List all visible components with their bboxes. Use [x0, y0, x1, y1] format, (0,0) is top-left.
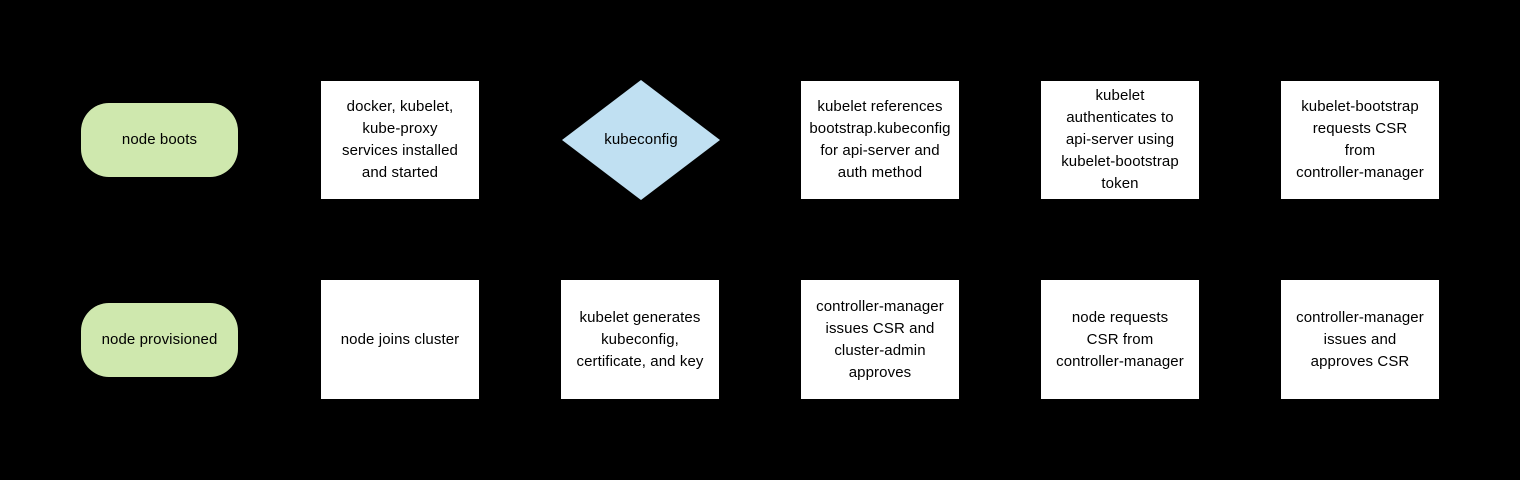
flow-node-kubeconfig-decision[interactable]: kubeconfig	[562, 80, 720, 200]
flow-node-label-kubelet-generates-kubeconfig: kubelet generates kubeconfig, certificat…	[576, 308, 704, 370]
flow-node-label-node-requests-csr: node requests CSR from controller-manage…	[1056, 308, 1184, 370]
flow-node-kubelet-references-bootstrap[interactable]: kubelet references bootstrap.kubeconfig …	[801, 81, 959, 199]
flow-node-kubelet-generates-kubeconfig[interactable]: kubelet generates kubeconfig, certificat…	[561, 280, 719, 399]
flow-node-label-kubelet-references-bootstrap: kubelet references bootstrap.kubeconfig …	[809, 98, 951, 181]
flow-node-label-services-installed: docker, kubelet, kube-proxy services ins…	[341, 98, 458, 181]
flow-node-label-kubelet-bootstrap-requests-csr: kubelet-bootstrap requests CSR from cont…	[1296, 98, 1424, 181]
flow-node-node-requests-csr[interactable]: node requests CSR from controller-manage…	[1041, 280, 1199, 399]
flow-node-label-node-provisioned: node provisioned	[101, 331, 218, 348]
flow-node-node-provisioned[interactable]: node provisioned	[81, 303, 238, 377]
flow-node-kubelet-authenticates[interactable]: kubelet authenticates to api-server usin…	[1041, 81, 1199, 199]
flow-node-node-joins-cluster[interactable]: node joins cluster	[321, 280, 479, 399]
flow-node-label-node-boots: node boots	[121, 131, 198, 148]
flow-node-label-kubelet-authenticates: kubelet authenticates to api-server usin…	[1061, 87, 1179, 192]
flow-node-services-installed[interactable]: docker, kubelet, kube-proxy services ins…	[321, 81, 479, 199]
flow-node-controller-manager-issues-approves[interactable]: controller-manager issues and approves C…	[1281, 280, 1439, 399]
flow-node-node-boots[interactable]: node boots	[81, 103, 238, 177]
flow-node-label-node-joins-cluster: node joins cluster	[340, 330, 460, 348]
flow-node-label-controller-manager-issues-csr: controller-manager issues CSR and cluste…	[816, 297, 944, 381]
flow-node-controller-manager-issues-csr[interactable]: controller-manager issues CSR and cluste…	[801, 280, 959, 399]
flow-node-kubelet-bootstrap-requests-csr[interactable]: kubelet-bootstrap requests CSR from cont…	[1281, 81, 1439, 199]
flow-node-label-controller-manager-issues-approves: controller-manager issues and approves C…	[1296, 308, 1424, 370]
flow-node-label-kubeconfig-decision: kubeconfig	[604, 131, 678, 148]
